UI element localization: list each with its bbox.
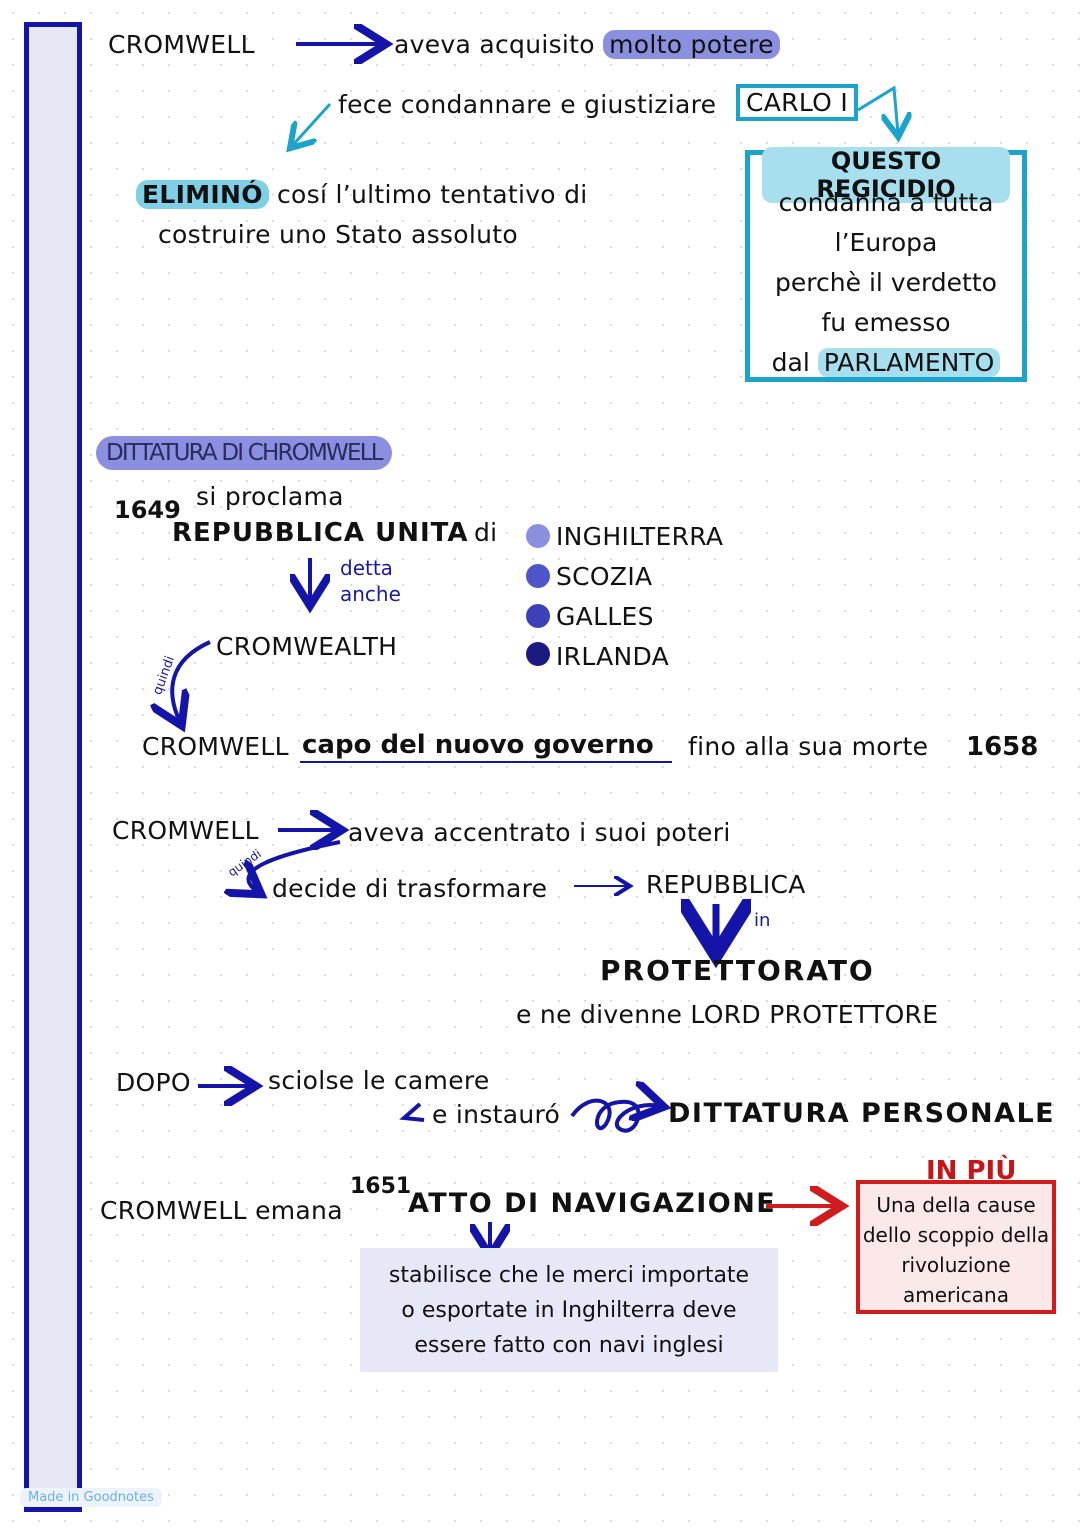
parlamento-highlight: PARLAMENTO [817, 348, 1001, 377]
carlo-box: CARLO I [736, 84, 859, 121]
cromwell-label-1: CROMWELL [108, 30, 255, 59]
repubblica-label: REPUBBLICA [646, 870, 806, 899]
in-label: in [754, 910, 771, 931]
elimino-highlight: ELIMINÓ [136, 180, 269, 209]
year-1649: 1649 [114, 496, 181, 524]
capo-governo: capo del nuovo governo [302, 730, 654, 760]
lord-protettore: e ne divenne LORD PROTETTORE [516, 1000, 939, 1029]
goodnotes-watermark: Made in Goodnotes [20, 1488, 162, 1507]
instauro-text: e instauró [432, 1100, 561, 1129]
atto-note-box: stabilisce che le merci importate o espo… [360, 1248, 778, 1372]
di-label: di [474, 518, 498, 547]
arrow-regicidio [857, 85, 898, 134]
anche-label: anche [340, 582, 401, 606]
accentrato-text: aveva accentrato i suoi poteri [348, 818, 731, 847]
regicidio-line: condanna a tutta [778, 188, 994, 217]
atto-note-line: o esportate in Inghilterra deve [401, 1298, 737, 1323]
margin-bar [24, 22, 82, 1512]
section-heading-dittatura: DITTATURA DI CHROMWELL [96, 436, 392, 470]
regicidio-box: QUESTO REGICIDIO condanna a tutta l’Euro… [745, 147, 1027, 383]
nation-label: INGHILTERRA [556, 522, 724, 551]
dittatura-personale: DITTATURA PERSONALE [668, 1098, 1056, 1129]
regicidio-body: condanna a tutta l’Europa perchè il verd… [750, 183, 1022, 383]
cromwell-label-2: CROMWELL [142, 732, 289, 761]
year-1658: 1658 [966, 732, 1039, 762]
atto-navigazione: ATTO DI NAVIGAZIONE [408, 1188, 777, 1219]
nation-dot [526, 604, 550, 628]
elimino-rest: cosí l’ultimo tentativo di [268, 180, 588, 209]
detta-label: detta [340, 556, 393, 580]
nation-label: IRLANDA [556, 642, 670, 671]
dopo-label: DOPO [116, 1068, 191, 1097]
cromwell-label-3: CROMWELL [112, 816, 259, 845]
red-note-line: dello scoppio della [862, 1223, 1050, 1247]
regicidio-line: fu emesso [821, 308, 951, 337]
regicidio-line: l’Europa [834, 228, 938, 257]
red-note-line: rivoluzione [901, 1253, 1011, 1277]
cromwell-emana: CROMWELL emana [100, 1196, 343, 1225]
regicidio-last-pre: dal [771, 348, 818, 377]
repubblica-unita: REPUBBLICA UNITA [172, 518, 469, 548]
molto-potere-highlight: molto potere [603, 30, 780, 59]
elimino-line: ELIMINÓ cosí l’ultimo tentativo di [136, 180, 588, 209]
atto-note-line: essere fatto con navi inglesi [414, 1333, 724, 1358]
acquisito-pre: aveva acquisito [394, 30, 604, 59]
acquisito-text: aveva acquisito molto potere [394, 30, 780, 59]
year-1651: 1651 [350, 1174, 412, 1199]
arrow-quindi-1 [172, 640, 211, 722]
elimino-line-2: costruire uno Stato assoluto [158, 220, 518, 249]
regicidio-line-last: dal PARLAMENTO [750, 343, 1022, 383]
regicidio-line: perchè il verdetto [775, 268, 997, 297]
in-piu-tag: IN PIÙ [926, 1156, 1017, 1186]
red-note-line: americana [902, 1283, 1009, 1307]
arrow-instauro-hook [399, 1102, 425, 1122]
red-note-line: Una della cause [876, 1193, 1036, 1217]
nation-dot [526, 564, 550, 588]
arrow-condanna [292, 102, 332, 146]
regicidio-title: QUESTO REGICIDIO [762, 147, 1010, 203]
si-proclama: si proclama [196, 482, 344, 511]
nation-label: GALLES [556, 602, 654, 631]
arrow-quindi-2 [248, 840, 341, 892]
decide-text: decide di trasformare [272, 874, 548, 903]
in-piu-box: Una della cause dello scoppio della rivo… [856, 1180, 1056, 1314]
fino-morte: fino alla sua morte [688, 732, 929, 761]
nation-dot [526, 524, 550, 548]
protettorato-label: PROTETTORATO [600, 954, 875, 987]
condanna-text: fece condannare e giustiziare [338, 90, 717, 119]
nation-label: SCOZIA [556, 562, 653, 591]
nation-dot [526, 642, 550, 666]
atto-note-line: stabilisce che le merci importate [388, 1263, 750, 1288]
sciolse-text: sciolse le camere [268, 1066, 490, 1095]
arrow-loop [570, 1101, 660, 1133]
cromwealth-label: CROMWEALTH [216, 632, 398, 661]
